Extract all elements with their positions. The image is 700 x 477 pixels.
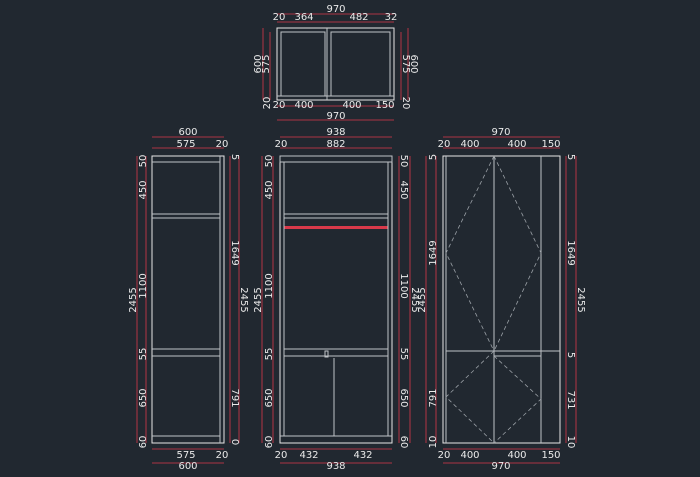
plan-dim-left-total: 600 [253, 54, 264, 73]
left-dim-bottom-back: 20 [216, 450, 229, 461]
front-dim-top-total: 970 [491, 127, 510, 138]
left-dim-right-top: 5 [229, 154, 240, 160]
left-dim-left-plinth: 60 [138, 436, 149, 449]
left-side-section: 600 575 20 50 450 1100 55 650 60 2455 5 … [128, 127, 249, 472]
left-dim-right-upper: 1649 [229, 240, 240, 265]
mid-dim-right-lower: 650 [398, 388, 409, 407]
upper-right-door-swing [493, 155, 542, 352]
front-dim-top-door-1: 400 [460, 139, 479, 150]
front-dim-bottom-door-1: 400 [460, 450, 479, 461]
front-dim-top-side: 150 [541, 139, 560, 150]
mid-dim-left-plinth: 60 [264, 436, 275, 449]
front-dim-left-lower: 791 [428, 388, 439, 407]
plan-dim-right-total: 600 [408, 54, 419, 73]
middle-outline [279, 155, 393, 444]
plan-dim-bottom-left-end: 20 [262, 97, 273, 110]
front-dim-top-door-2: 400 [507, 139, 526, 150]
middle-divider-block [324, 350, 329, 358]
mid-dim-right-top: 50 [398, 155, 409, 168]
front-dim-top-panel: 20 [438, 139, 451, 150]
left-dim-top-depth: 575 [176, 139, 195, 150]
front-dim-right-bottom: 10 [565, 436, 576, 449]
left-dim-right-bottom: 0 [229, 439, 240, 445]
lower-right-door-swing [493, 355, 542, 444]
left-dim-right-lower: 791 [229, 388, 240, 407]
plan-right-compartment [330, 31, 391, 97]
plan-dim-bottom-right-end: 20 [400, 97, 411, 110]
left-dim-bottom-total: 600 [178, 461, 197, 472]
plan-dim-top-right-panel: 32 [385, 12, 398, 23]
front-dim-right-top: 5 [565, 154, 576, 160]
plan-dim-top-left-bay: 364 [294, 12, 313, 23]
middle-internal-view: 938 20 882 50 450 1100 55 650 60 2455 50… [253, 127, 420, 472]
left-dim-right-total: 2455 [238, 287, 249, 312]
mid-dim-bottom-right-door: 432 [353, 450, 372, 461]
mid-dim-left-upper: 450 [264, 180, 275, 199]
middle-top-board [279, 155, 393, 163]
left-dim-left-lower: 650 [138, 388, 149, 407]
front-dim-right-rail: 5 [565, 352, 576, 358]
left-dim-left-top: 50 [138, 155, 149, 168]
top-plan-view: 970 20 364 482 32 600 575 575 600 20 400… [253, 4, 419, 122]
left-dim-left-total: 2455 [128, 287, 139, 312]
mid-dim-right-middle: 1100 [398, 273, 409, 298]
lower-left-door-swing [445, 350, 495, 444]
mid-dim-left-middle: 1100 [264, 273, 275, 298]
left-dim-top-total: 600 [178, 127, 197, 138]
left-dim-top-back: 20 [216, 139, 229, 150]
front-elevation: 970 20 400 400 150 5 1649 2455 791 10 5 … [417, 127, 586, 472]
hanging-rail [284, 226, 388, 229]
plan-dim-bottom-total: 970 [326, 111, 345, 122]
left-section-outline [151, 155, 225, 444]
plan-outline [276, 27, 395, 101]
mid-dim-right-total: 2455 [409, 287, 420, 312]
front-dim-bottom-door-2: 400 [507, 450, 526, 461]
plan-dim-left-inner: 575 [261, 54, 272, 73]
plan-dim-top-right-bay: 482 [349, 12, 368, 23]
front-dim-right-lower: 731 [565, 390, 576, 409]
front-dim-bottom-panel: 20 [438, 450, 451, 461]
mid-dim-top-panel: 20 [275, 139, 288, 150]
left-dim-bottom-depth: 575 [176, 450, 195, 461]
front-dim-left-bottom: 10 [428, 436, 439, 449]
mid-dim-bottom-total: 938 [326, 461, 345, 472]
front-dim-right-upper: 1649 [565, 240, 576, 265]
plan-dim-bottom-bay-2: 400 [342, 100, 361, 111]
left-dim-left-upper: 450 [138, 180, 149, 199]
plan-dim-bottom-left-panel: 20 [273, 100, 286, 111]
mid-dim-top-total: 938 [326, 127, 345, 138]
mid-dim-right-shelf: 55 [398, 348, 409, 361]
plan-dim-top-left-panel: 20 [273, 12, 286, 23]
front-dim-bottom-side: 150 [541, 450, 560, 461]
mid-dim-left-top: 50 [264, 155, 275, 168]
mid-dim-bottom-panel: 20 [275, 450, 288, 461]
plan-left-compartment [280, 31, 326, 97]
front-dim-left-top: 5 [428, 154, 439, 160]
mid-dim-right-upper: 450 [398, 180, 409, 199]
front-dim-right-total: 2455 [575, 287, 586, 312]
plan-dim-top-total: 970 [326, 4, 345, 15]
mid-dim-left-shelf: 55 [264, 348, 275, 361]
left-dim-left-middle: 1100 [138, 273, 149, 298]
left-dim-left-shelf: 55 [138, 348, 149, 361]
plan-dim-right-inner: 575 [400, 54, 411, 73]
mid-dim-bottom-left-door: 432 [299, 450, 318, 461]
upper-left-door-swing [445, 155, 495, 352]
plan-dim-bottom-bay-3: 150 [375, 100, 394, 111]
mid-dim-left-lower: 650 [264, 388, 275, 407]
mid-dim-left-total: 2455 [253, 287, 264, 312]
front-dim-left-upper: 1649 [428, 240, 439, 265]
front-dim-bottom-total: 970 [491, 461, 510, 472]
front-outline [442, 155, 561, 444]
mid-dim-top-inner: 882 [326, 139, 345, 150]
front-dim-left-total: 2455 [417, 287, 428, 312]
mid-dim-right-plinth: 60 [398, 436, 409, 449]
plan-dim-bottom-bay-1: 400 [294, 100, 313, 111]
